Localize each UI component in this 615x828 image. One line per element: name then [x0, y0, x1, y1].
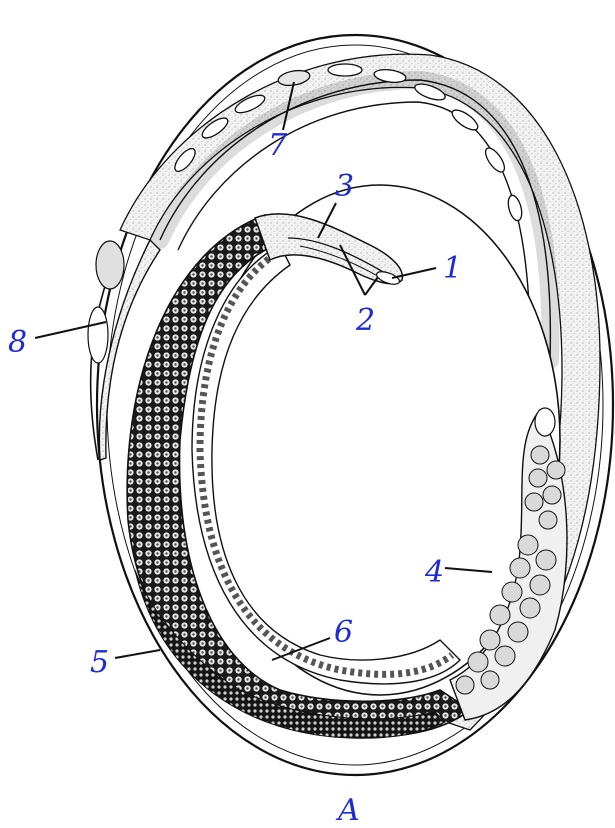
leader-line-5: [115, 650, 160, 658]
label-7: 7: [268, 128, 288, 163]
label-6: 6: [334, 615, 353, 650]
label-3: 3: [335, 169, 354, 204]
label-5: 5: [90, 645, 109, 680]
panel-letter: A: [335, 793, 360, 828]
label-2: 2: [355, 303, 375, 338]
label-8: 8: [8, 325, 27, 360]
label-4: 4: [424, 555, 444, 590]
label-1: 1: [443, 251, 462, 286]
